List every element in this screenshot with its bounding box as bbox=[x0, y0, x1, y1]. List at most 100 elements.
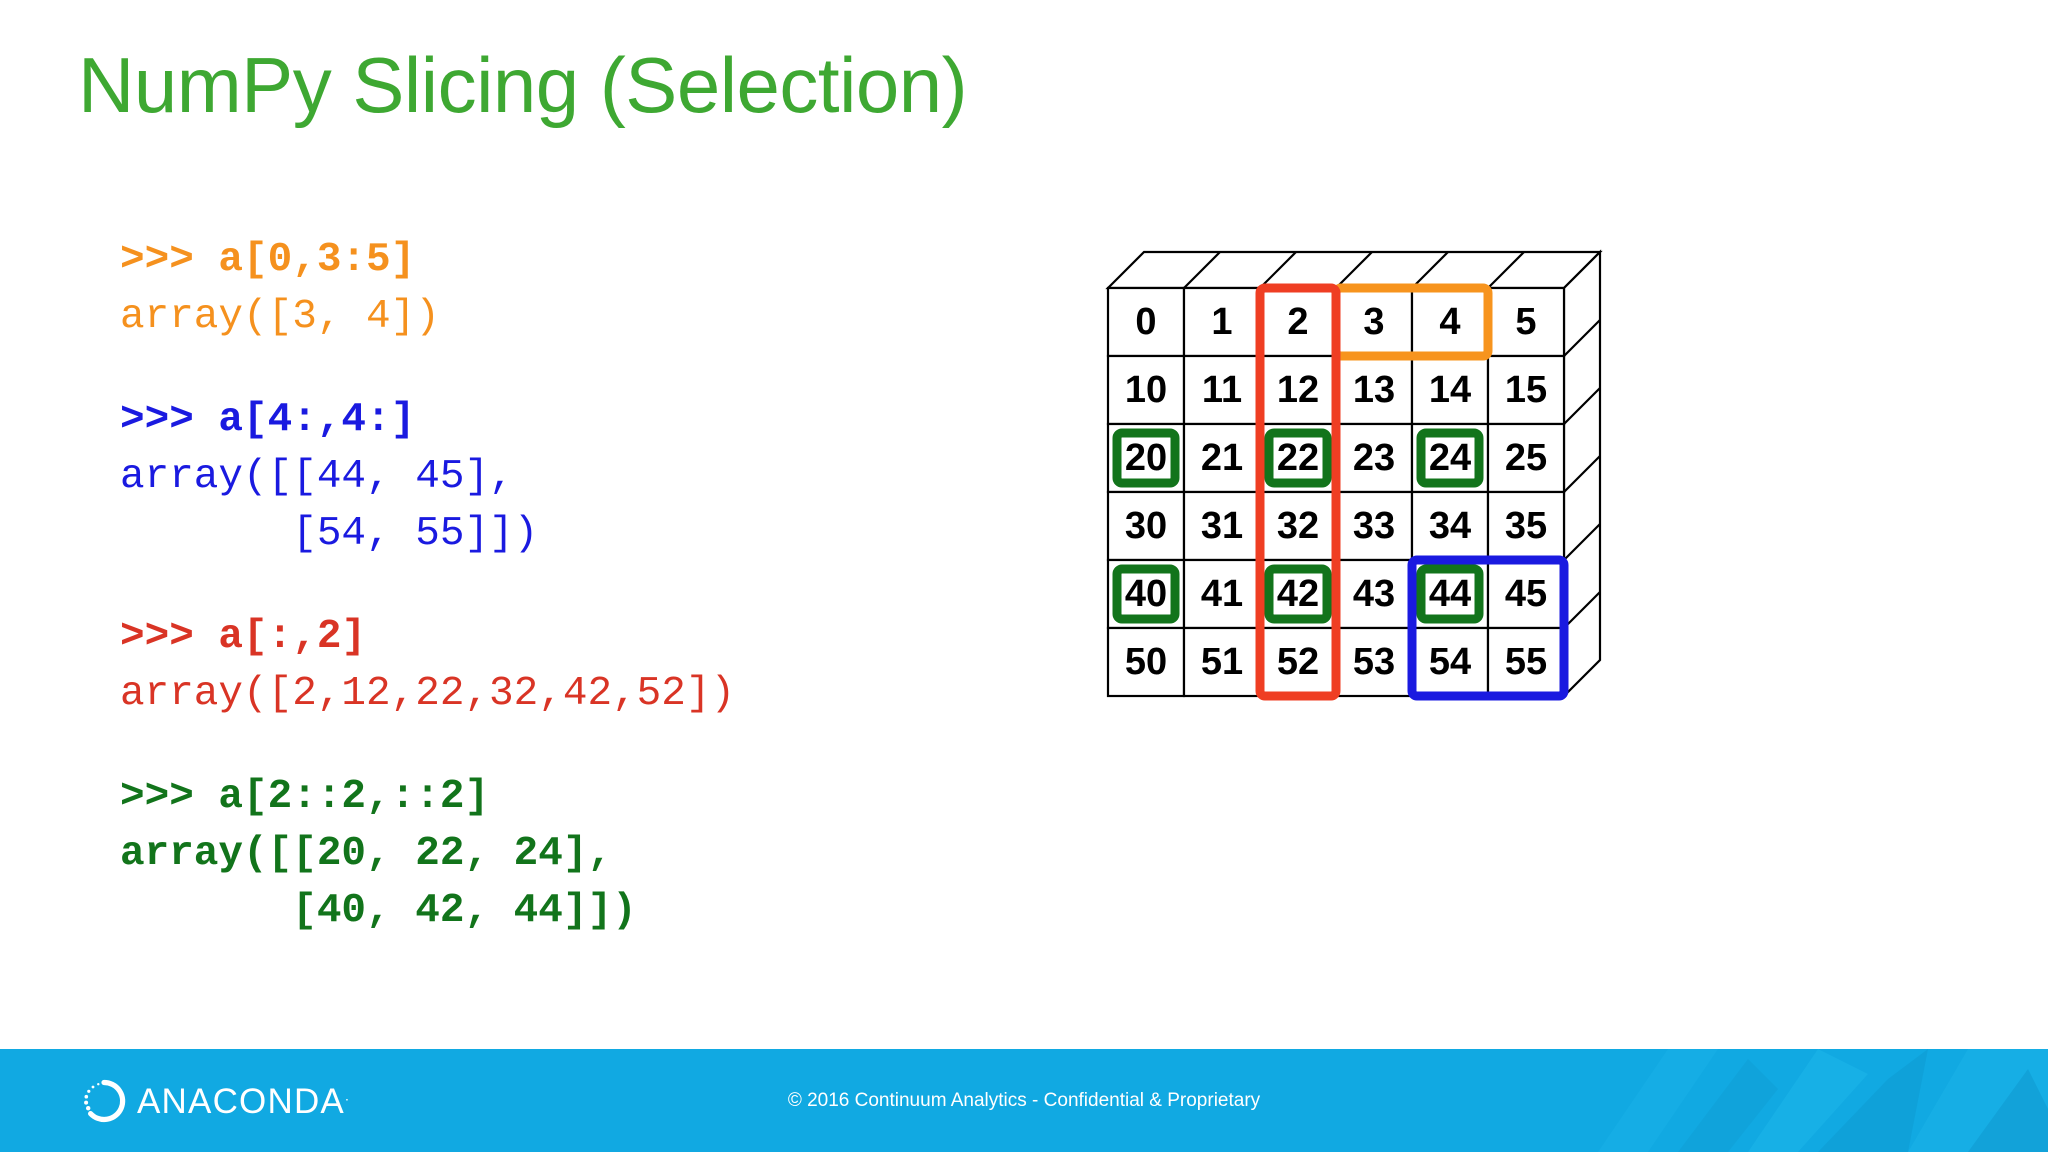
code-output-line: array([[44, 45], bbox=[120, 454, 514, 500]
grid-cell-value: 13 bbox=[1353, 369, 1395, 411]
anaconda-ring-icon bbox=[84, 1079, 126, 1123]
grid-top-divider bbox=[1259, 251, 1297, 289]
anaconda-wordmark-text: ANACONDA bbox=[137, 1081, 345, 1121]
grid-right-divider bbox=[1563, 387, 1601, 425]
grid-cell bbox=[1486, 286, 1566, 358]
grid-cell-value: 52 bbox=[1277, 641, 1319, 683]
grid-cell-value: 0 bbox=[1135, 301, 1156, 343]
green-highlight-cell-40 bbox=[1112, 564, 1180, 624]
grid-cell bbox=[1334, 558, 1414, 630]
slice-stride2: >>> a[2::2,::2]array([[20, 22, 24], [40,… bbox=[120, 769, 960, 940]
grid-cell-value: 43 bbox=[1353, 573, 1395, 615]
anaconda-wordmark: ANACONDA. bbox=[137, 1084, 350, 1119]
grid-right-divider bbox=[1563, 319, 1601, 357]
grid-cell-value: 20 bbox=[1125, 437, 1167, 479]
grid-cell bbox=[1182, 490, 1262, 562]
grid-cell-value: 23 bbox=[1353, 437, 1395, 479]
grid-cell-value: 32 bbox=[1277, 505, 1319, 547]
slice-allrows-col2: >>> a[:,2] array([2,12,22,32,42,52]) bbox=[120, 609, 960, 723]
grid-cell bbox=[1258, 286, 1338, 358]
grid-cell-value: 42 bbox=[1277, 573, 1319, 615]
red-highlight-col2 bbox=[1255, 283, 1341, 701]
grid-cell-value: 54 bbox=[1429, 641, 1471, 683]
anaconda-logo: ANACONDA. bbox=[82, 1077, 350, 1125]
grid-cell-value: 53 bbox=[1353, 641, 1395, 683]
grid-cell bbox=[1182, 422, 1262, 494]
grid-cell bbox=[1182, 558, 1262, 630]
grid-cell-value: 1 bbox=[1211, 301, 1232, 343]
grid-cell-value: 21 bbox=[1201, 437, 1243, 479]
grid-cell-value: 30 bbox=[1125, 505, 1167, 547]
code-prompt-line: >>> a[2::2,::2] bbox=[120, 774, 490, 820]
slice-row0-cols3to5: >>> a[0,3:5] array([3, 4]) bbox=[120, 232, 960, 346]
grid-cell-value: 5 bbox=[1515, 301, 1536, 343]
grid-right-divider bbox=[1563, 523, 1601, 561]
code-prompt-line: >>> a[4:,4:] bbox=[120, 397, 416, 443]
grid-cell-value: 14 bbox=[1429, 369, 1471, 411]
code-prompt-line: >>> a[:,2] bbox=[120, 614, 367, 660]
grid-top-divider bbox=[1487, 251, 1525, 289]
grid-cell-value: 33 bbox=[1353, 505, 1395, 547]
grid-cell bbox=[1258, 490, 1338, 562]
grid-cell-value: 11 bbox=[1202, 369, 1242, 411]
grid-cell-value: 50 bbox=[1125, 641, 1167, 683]
grid-cell-value: 41 bbox=[1201, 573, 1243, 615]
code-examples-column: >>> a[0,3:5] array([3, 4]) >>> a[4:,4:] arr… bbox=[120, 232, 960, 986]
anaconda-wordmark-mark: . bbox=[344, 1086, 351, 1103]
green-highlight-cell-44 bbox=[1416, 564, 1484, 624]
grid-top-divider bbox=[1335, 251, 1373, 289]
copyright-notice: © 2016 Continuum Analytics - Confidentia… bbox=[787, 1089, 1261, 1111]
code-output-line: array([2,12,22,32,42,52]) bbox=[120, 671, 736, 717]
page-title: NumPy Slicing (Selection) bbox=[78, 41, 968, 129]
green-highlight-cell-42 bbox=[1264, 564, 1332, 624]
grid-cell bbox=[1106, 626, 1186, 698]
grid-cell-value: 3 bbox=[1363, 301, 1384, 343]
grid-highlights bbox=[1112, 283, 1569, 701]
grid-cell-value: 35 bbox=[1505, 505, 1547, 547]
grid-cell-value: 25 bbox=[1505, 437, 1547, 479]
grid-top-divider bbox=[1183, 251, 1221, 289]
grid-cell bbox=[1106, 286, 1186, 358]
grid-cell-value: 45 bbox=[1505, 573, 1547, 615]
grid-cell-value: 10 bbox=[1125, 369, 1167, 411]
grid-cell-value: 2 bbox=[1287, 301, 1308, 343]
footer-decorative-pattern bbox=[1598, 1049, 2048, 1152]
blue-highlight-rows4to5-cols4to5 bbox=[1407, 555, 1569, 701]
footer-bar: ANACONDA. © 2016 Continuum Analytics - C… bbox=[0, 1049, 2048, 1152]
grid-cell bbox=[1410, 354, 1490, 426]
grid-cell-value: 31 bbox=[1201, 505, 1243, 547]
grid-cell bbox=[1410, 490, 1490, 562]
green-highlight-cell-22 bbox=[1264, 428, 1332, 488]
grid-cell bbox=[1486, 626, 1566, 698]
slice-rows4end-cols4end: >>> a[4:,4:] array([[44, 45], [54, 55]]) bbox=[120, 392, 960, 563]
grid-cell-value: 22 bbox=[1277, 437, 1319, 479]
grid-cell-value: 12 bbox=[1277, 369, 1319, 411]
code-output-line: [54, 55]]) bbox=[120, 511, 539, 557]
green-highlight-cell-24 bbox=[1416, 428, 1484, 488]
code-output-line: array([3, 4]) bbox=[120, 294, 440, 340]
grid-cell bbox=[1106, 490, 1186, 562]
grid-cell bbox=[1182, 354, 1262, 426]
grid-cell-value: 55 bbox=[1505, 641, 1547, 683]
grid-cell bbox=[1486, 422, 1566, 494]
grid-right-divider bbox=[1563, 455, 1601, 493]
grid-right-divider bbox=[1563, 591, 1601, 629]
grid-cell-value: 15 bbox=[1505, 369, 1547, 411]
grid-cell bbox=[1410, 626, 1490, 698]
grid-cell-value: 34 bbox=[1429, 505, 1471, 547]
grid-top-divider bbox=[1411, 251, 1449, 289]
grid-cell bbox=[1334, 286, 1414, 358]
grid-cell bbox=[1486, 354, 1566, 426]
green-highlight-cell-20 bbox=[1112, 428, 1180, 488]
grid-cell-value: 40 bbox=[1125, 573, 1167, 615]
grid-cell-value: 44 bbox=[1429, 573, 1471, 615]
grid-cell-value: 51 bbox=[1201, 641, 1243, 683]
grid-cell-value: 4 bbox=[1439, 301, 1460, 343]
code-output-line: [40, 42, 44]]) bbox=[120, 888, 637, 934]
grid-cell-value: 24 bbox=[1429, 437, 1471, 479]
code-prompt-line: >>> a[0,3:5] bbox=[120, 237, 416, 283]
code-output-line: array([[20, 22, 24], bbox=[120, 831, 613, 877]
